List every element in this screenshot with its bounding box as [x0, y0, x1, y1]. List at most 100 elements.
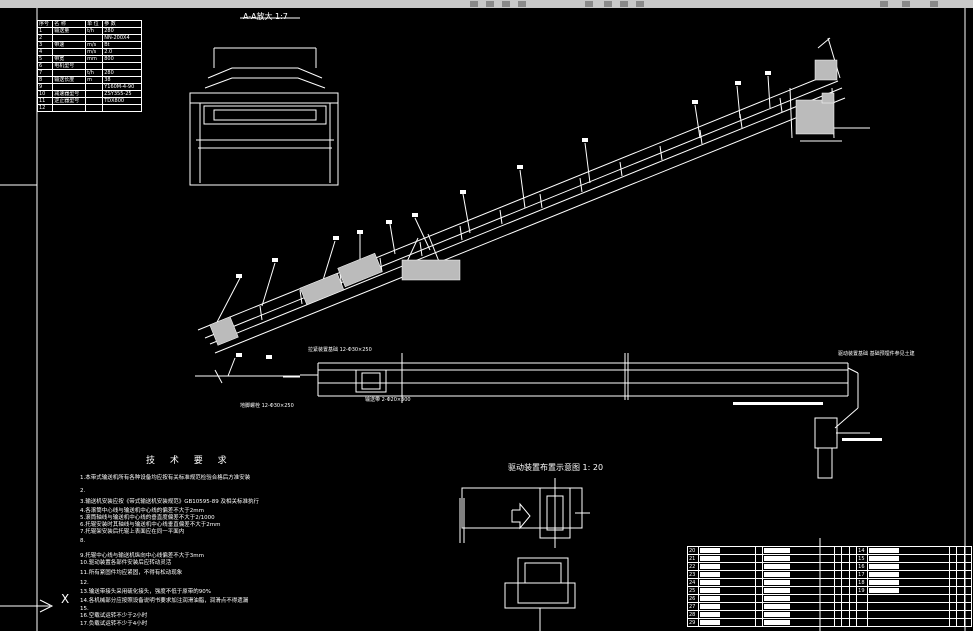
table-cell: 16	[856, 562, 869, 571]
table-cell	[867, 578, 950, 587]
table-cell	[85, 34, 104, 42]
table-row: 27	[687, 602, 973, 611]
table-cell: 280	[102, 27, 142, 35]
table-cell	[698, 554, 756, 563]
toolbar-icon[interactable]	[636, 1, 644, 7]
table-cell	[956, 594, 965, 603]
table-cell	[867, 562, 950, 571]
tech-requirement-item: 14.各机械部分应按照设备说明书要求加注润滑油脂，润滑点不得遗漏	[80, 598, 249, 604]
table-cell	[754, 546, 764, 555]
window-title-bar	[0, 0, 973, 8]
table-cell	[948, 602, 958, 611]
table-cell: mm	[85, 55, 104, 63]
table-cell	[848, 602, 858, 611]
toolbar-icon[interactable]	[902, 1, 910, 7]
table-cell	[833, 610, 843, 619]
toolbar-icon[interactable]	[880, 1, 888, 7]
table-cell	[948, 554, 958, 563]
redacted-text-block	[700, 619, 720, 625]
table-cell	[841, 554, 850, 563]
table-cell: 输送长度	[52, 76, 87, 84]
redacted-text-block	[869, 587, 900, 593]
redacted-text-block	[869, 547, 900, 553]
tech-requirement-item: 2.	[80, 488, 86, 494]
table-cell	[856, 602, 869, 611]
toolbar-icon[interactable]	[470, 1, 478, 7]
table-cell: 20	[687, 546, 699, 555]
table-cell	[833, 586, 843, 595]
table-cell	[956, 586, 965, 595]
tech-requirement-item: 8.	[80, 538, 86, 544]
table-cell	[841, 562, 850, 571]
table-cell: 5	[36, 55, 54, 63]
table-cell: 3	[36, 41, 54, 49]
table-cell	[963, 594, 973, 603]
toolbar-icon[interactable]	[585, 1, 593, 7]
redacted-text-block	[764, 595, 791, 601]
table-cell: m/s	[85, 48, 104, 56]
table-header-cell: 序号	[36, 20, 54, 28]
table-cell	[52, 69, 87, 77]
table-cell	[52, 104, 87, 112]
plan-note-belt: 输送带 2-Φ20×300	[365, 397, 411, 403]
tech-requirement-item: 9.托辊中心线与输送机纵向中心线偏差不大于3mm	[80, 553, 204, 559]
table-cell	[963, 570, 973, 579]
toolbar-icon[interactable]	[620, 1, 628, 7]
table-cell	[867, 570, 950, 579]
table-cell	[102, 62, 142, 70]
table-cell	[867, 602, 950, 611]
redacted-text-block	[700, 555, 720, 561]
toolbar-icon[interactable]	[930, 1, 938, 7]
redacted-text-block	[869, 555, 900, 561]
table-cell: m	[85, 76, 104, 84]
tech-requirement-item: 7.托辊架安装后托辊上表面应在同一平面内	[80, 529, 185, 535]
table-cell: 2	[36, 34, 54, 42]
table-cell	[841, 618, 850, 627]
toolbar-icon[interactable]	[486, 1, 494, 7]
table-cell	[948, 618, 958, 627]
redacted-text-block	[869, 563, 900, 569]
table-cell	[848, 554, 858, 563]
table-cell	[841, 610, 850, 619]
table-cell: ZSY355-25	[102, 90, 142, 98]
table-cell	[833, 594, 843, 603]
bottom-left-mark: X	[61, 592, 70, 606]
table-cell: 7	[36, 69, 54, 77]
plan-note-foot: 地脚螺栓 12-Φ30×250	[240, 403, 294, 409]
tech-requirement-item: 6.托辊安装时其轴线与输送机中心线垂直偏差不大于2mm	[80, 522, 221, 528]
tech-requirement-item: 17.负载试运转不少于4小时	[80, 621, 148, 627]
toolbar-icon[interactable]	[502, 1, 510, 7]
table-cell	[698, 610, 756, 619]
redacted-text-block	[700, 563, 720, 569]
table-cell	[848, 546, 858, 555]
table-cell	[762, 562, 835, 571]
redacted-text-block	[869, 571, 900, 577]
table-header-cell: 名 称	[52, 20, 87, 28]
table-cell	[833, 618, 843, 627]
table-cell	[956, 562, 965, 571]
redacted-text-block	[764, 603, 791, 609]
toolbar-icon[interactable]	[518, 1, 526, 7]
table-cell	[762, 554, 835, 563]
table-cell	[762, 586, 835, 595]
table-cell: m/s	[85, 41, 104, 49]
table-cell: 21	[687, 554, 699, 563]
table-cell	[698, 562, 756, 571]
table-cell: 19	[856, 586, 869, 595]
toolbar-icon[interactable]	[604, 1, 612, 7]
table-cell	[867, 554, 950, 563]
table-cell: 6	[36, 62, 54, 70]
table-cell	[948, 578, 958, 587]
table-cell	[848, 594, 858, 603]
table-cell: t/h	[85, 27, 104, 35]
redacted-text-block	[764, 563, 791, 569]
table-cell	[833, 578, 843, 587]
table-cell	[867, 586, 950, 595]
